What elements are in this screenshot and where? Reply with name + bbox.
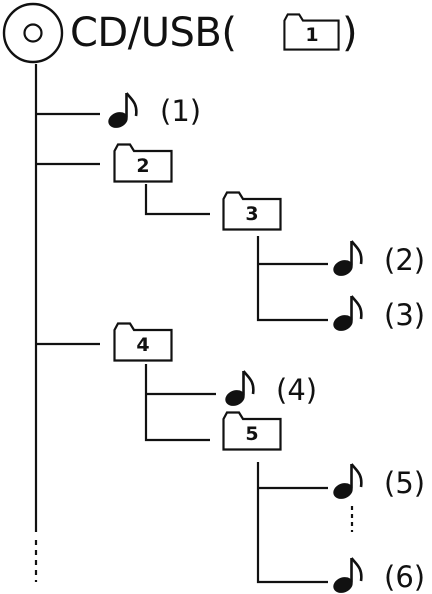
branch-folder-5-children [256, 462, 328, 584]
branch-folder-4-children [144, 364, 210, 442]
folder-label: 3 [245, 203, 259, 225]
root-folder-label: 1 [305, 24, 319, 46]
music-note-icon [333, 463, 363, 499]
track-label: (2) [384, 243, 426, 277]
track-label: (3) [384, 298, 426, 332]
folder-label: 2 [136, 155, 150, 177]
track-label: (5) [384, 466, 426, 500]
music-note-icon [108, 92, 138, 128]
track-label: (1) [160, 94, 202, 128]
music-note-icon [333, 295, 363, 331]
folder-label: 5 [245, 423, 259, 445]
music-note-icon [225, 370, 255, 406]
title-prefix: CD/USB( [70, 10, 237, 56]
branch-folder-3-children [256, 236, 328, 322]
music-note-icon [333, 557, 363, 593]
disc-icon [2, 2, 64, 64]
track-label: (6) [384, 560, 426, 594]
branch-folder-3 [144, 184, 210, 216]
music-note-icon [333, 240, 363, 276]
track-label: (4) [276, 373, 318, 407]
title-suffix: ) [342, 10, 358, 56]
folder-label: 4 [136, 334, 150, 356]
